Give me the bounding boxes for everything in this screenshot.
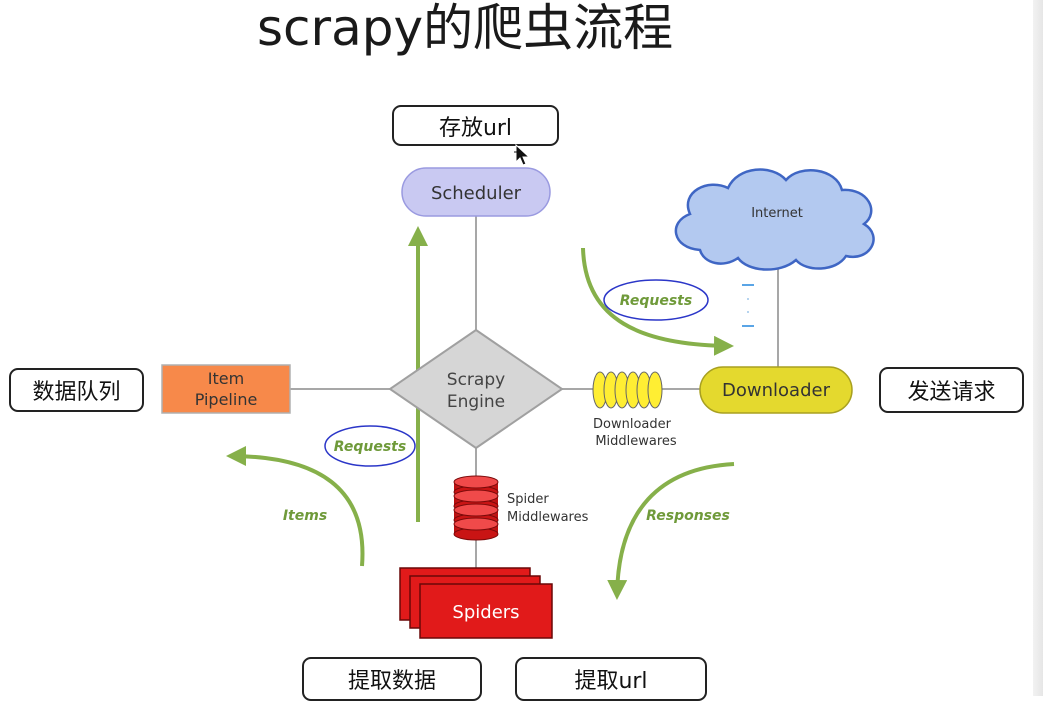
- internet-cloud: Internet: [674, 168, 875, 271]
- scheduler-node: Scheduler: [401, 167, 551, 217]
- extract-data-label: 提取数据: [302, 657, 482, 701]
- spiders-page-front: [419, 583, 553, 639]
- page-title: scrapy的爬虫流程: [257, 0, 674, 57]
- item-pipeline-shape: [161, 364, 291, 414]
- spider-middlewares-node: Spider Middlewares: [453, 475, 589, 541]
- requests-ellipse: [324, 425, 416, 467]
- scheduler-shape: [401, 167, 551, 217]
- requests-arrow: [581, 247, 734, 356]
- internet-tick-marks: [742, 284, 754, 327]
- cylinder-disc: [453, 475, 499, 489]
- downloader-node: Downloader: [699, 366, 853, 414]
- cylinder-disc: [453, 517, 499, 531]
- spiders-label: Spiders: [452, 602, 519, 623]
- downloader-middlewares-label-line2: Middlewares: [595, 434, 677, 449]
- spider-middlewares-label-line2: Middlewares: [507, 510, 589, 525]
- engine-label-line1: Scrapy: [447, 370, 505, 390]
- item-pipeline-label-line1: Item: [208, 369, 244, 388]
- engine-label-line2: Engine: [447, 392, 505, 412]
- requests-label: Requests: [334, 439, 406, 455]
- store-url-label: 存放url: [392, 105, 559, 146]
- dot-mark: [747, 311, 749, 313]
- requests-label: Requests: [620, 293, 692, 309]
- internet-label: Internet: [751, 206, 803, 221]
- internet-dot-marks: [747, 298, 749, 313]
- responses-flow-label: Responses: [646, 508, 730, 524]
- scheduler-label: Scheduler: [431, 183, 522, 204]
- data-queue-label: 数据队列: [9, 368, 144, 412]
- requests-flow-label-right: Requests: [603, 279, 709, 321]
- requests-ellipse: [603, 279, 709, 321]
- cylinder-disc: [453, 489, 499, 503]
- downloader-label: Downloader: [722, 380, 831, 401]
- engine-shape: [388, 328, 564, 450]
- cylinder-disc: [453, 503, 499, 517]
- dot-mark: [747, 298, 749, 300]
- downloader-middlewares-node: Downloader Middlewares: [592, 371, 677, 449]
- requests-flow-label-left: Requests: [324, 425, 416, 467]
- downloader-shape: [699, 366, 853, 414]
- responses-arrow: [607, 462, 735, 600]
- send-request-label: 发送请求: [879, 367, 1024, 413]
- items-flow-label: Items: [283, 508, 327, 524]
- item-pipeline-node: Item Pipeline: [161, 364, 291, 414]
- items-arrow: [226, 446, 365, 567]
- scrapy-engine-node: Scrapy Engine: [388, 328, 564, 450]
- mouse-cursor-icon: [514, 144, 531, 166]
- cloud-shape: [674, 168, 875, 271]
- item-pipeline-label-line2: Pipeline: [195, 390, 258, 409]
- middleware-ring: [647, 371, 663, 409]
- window-edge: [1033, 0, 1043, 696]
- spider-middlewares-label-line1: Spider: [507, 492, 549, 507]
- spiders-node: Spiders: [399, 567, 553, 639]
- downloader-middlewares-label-line1: Downloader: [593, 417, 672, 432]
